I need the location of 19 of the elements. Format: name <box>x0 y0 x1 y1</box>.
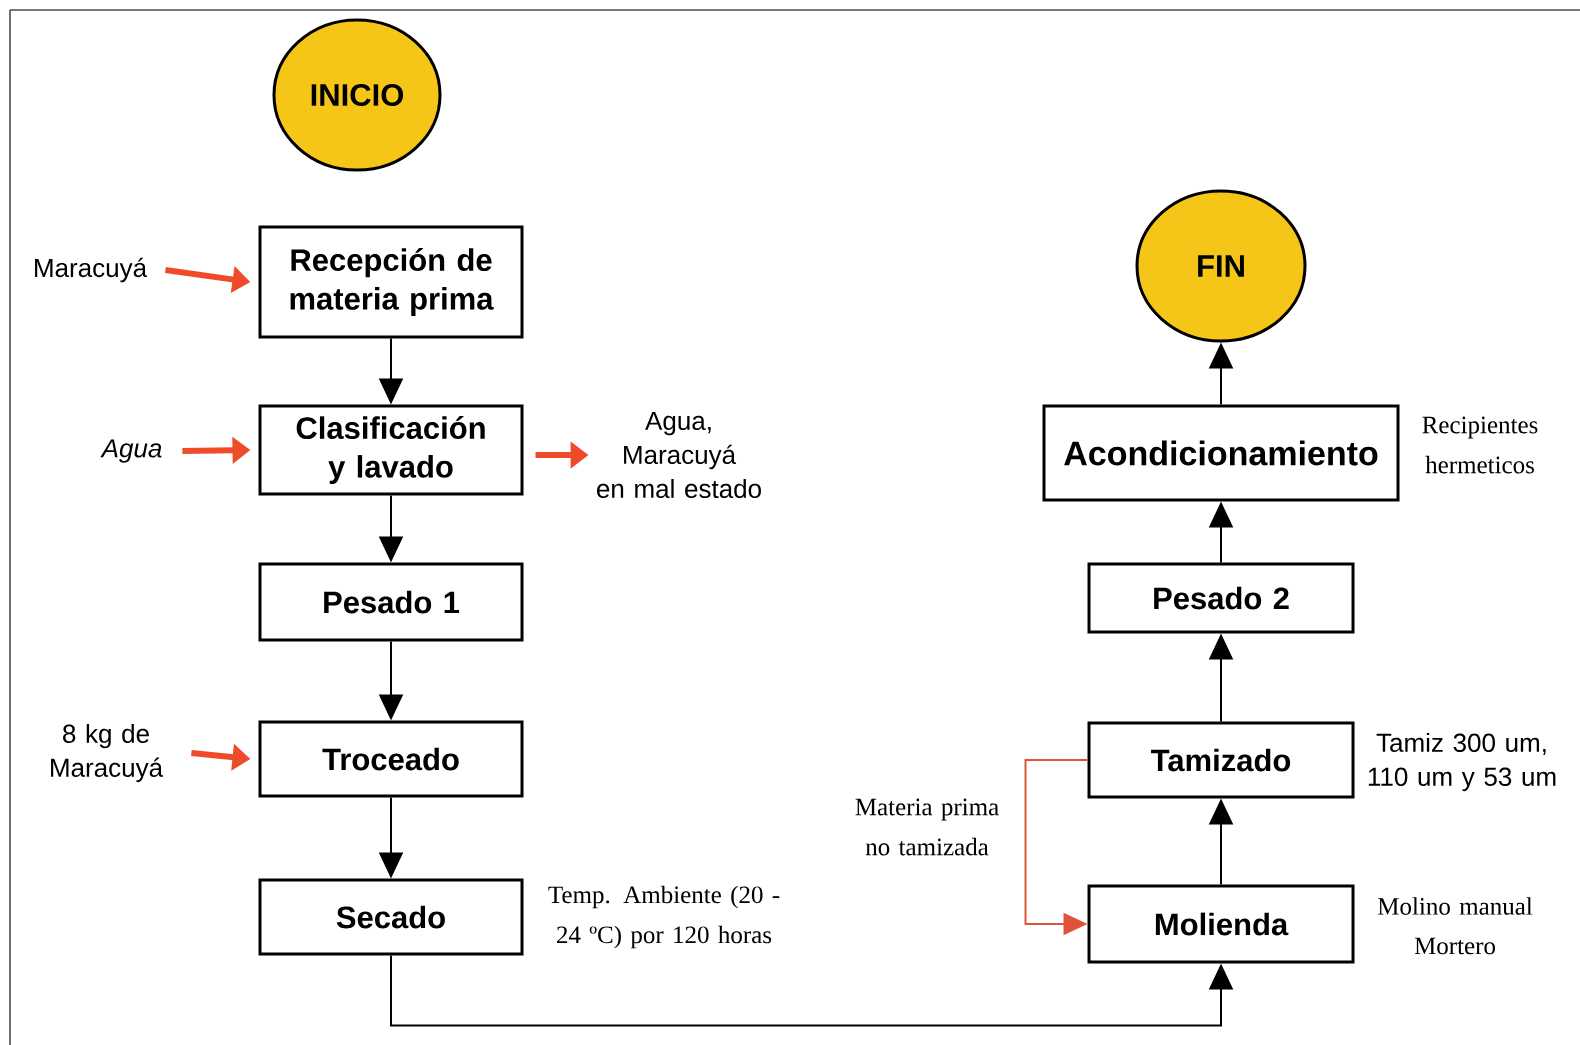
note-text: Recipientes hermeticos <box>1422 416 1538 474</box>
flow-text: Agua, Maracuyá en mal estado <box>597 411 761 499</box>
flow-text: Agua <box>100 439 162 463</box>
process-box: Secado <box>258 878 524 956</box>
process-box: Clasificación y lavado <box>258 404 524 496</box>
process-box: Tamizado <box>1087 721 1355 799</box>
note-text: Temp. Ambiente (20 - 24 ºC) por 120 horas <box>548 885 780 949</box>
process-box: Pesado 1 <box>258 562 524 642</box>
process-box: Molienda <box>1087 884 1355 964</box>
process-box: Troceado <box>258 720 524 798</box>
note-text: Mortero <box>1414 937 1495 955</box>
process-box: Acondicionamiento <box>1042 404 1400 502</box>
note-text: Tamiz 300 um, 110 um y 53 um <box>1368 732 1556 792</box>
flow-text: Maracuyá <box>35 257 148 283</box>
edge-label: Materia prima no tamizada <box>835 796 1019 858</box>
flow-text: 8 kg de Maracuyá <box>51 723 164 783</box>
process-box: Pesado 2 <box>1087 562 1355 634</box>
note-text: Molino manual <box>1377 897 1533 915</box>
process-box: Recepción de materia prima <box>258 225 524 339</box>
